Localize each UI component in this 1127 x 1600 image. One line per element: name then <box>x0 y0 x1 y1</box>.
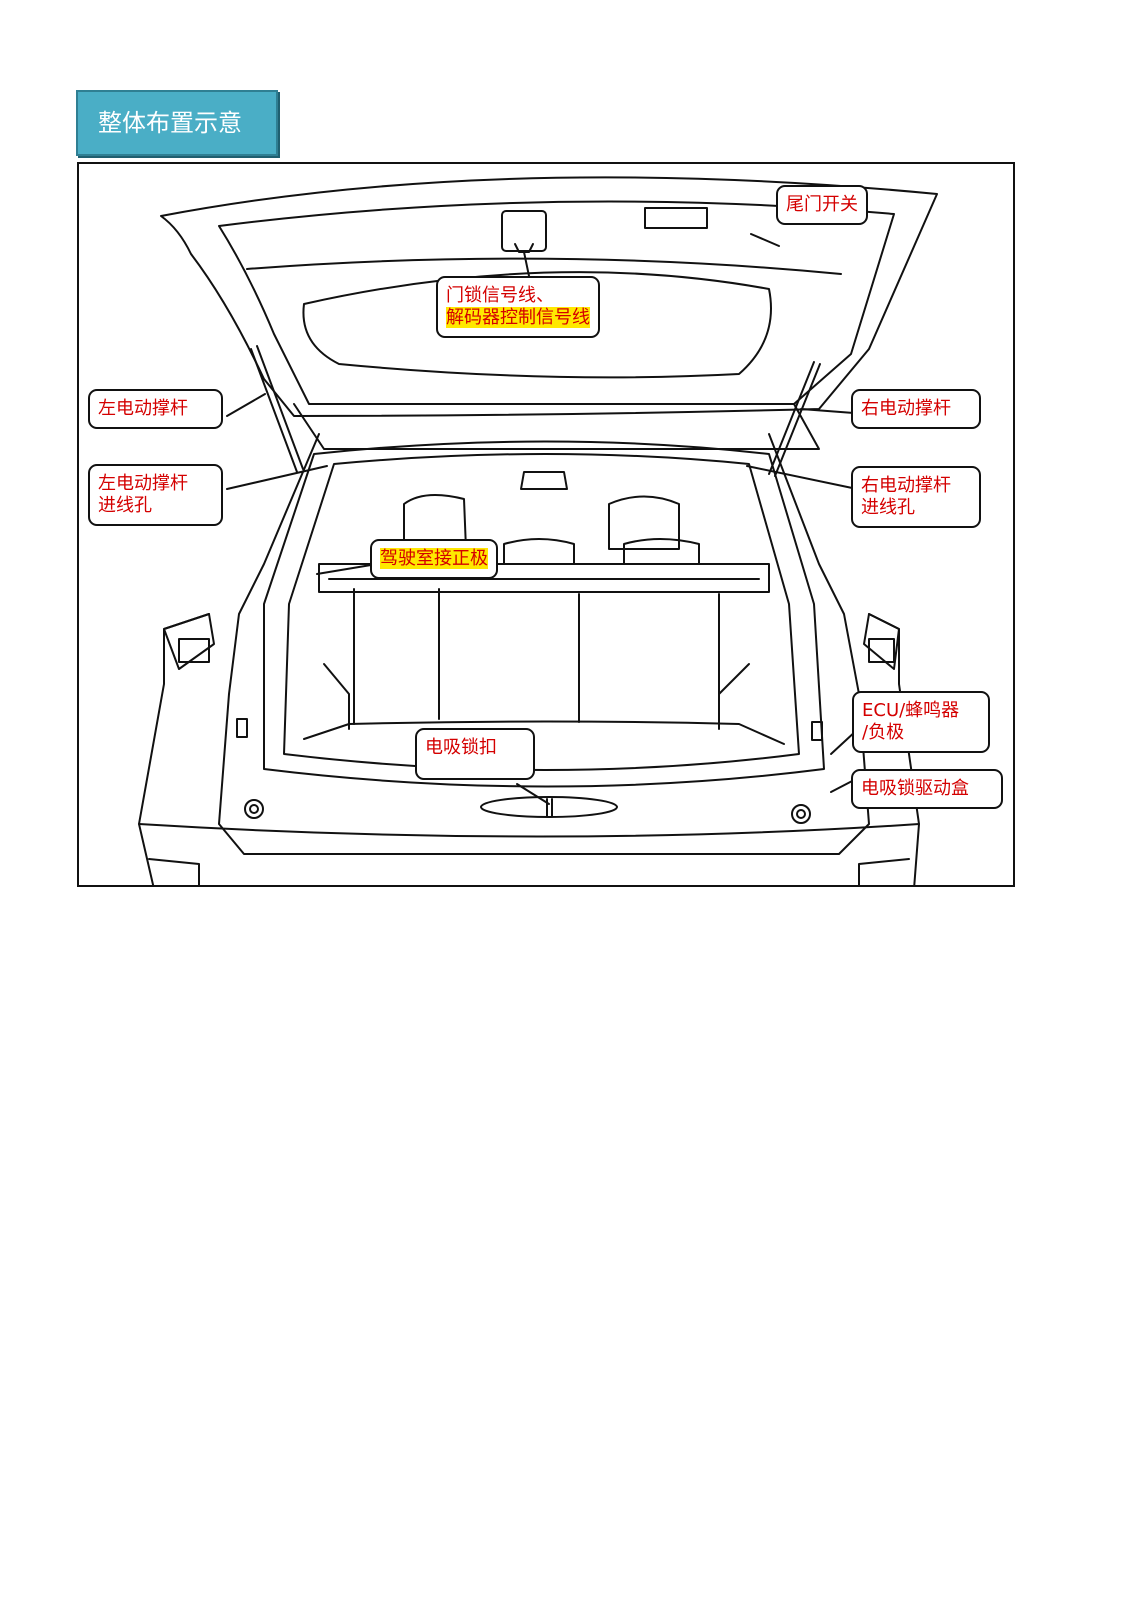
callout-left-strut: 左电动撑杆 <box>88 389 223 429</box>
seat-back-left <box>353 588 720 725</box>
left-reflector <box>244 799 264 819</box>
callout-line-wrap: 解码器控制信号线 <box>446 307 590 329</box>
callout-line: 左电动撑杆 <box>98 473 188 494</box>
callout-line-wrap: 驾驶室接正极 <box>380 548 488 570</box>
callout-right-strut-hole: 右电动撑杆 进线孔 <box>851 466 981 528</box>
rear-bumper <box>138 823 920 838</box>
callout-line: 右电动撑杆 <box>861 475 951 496</box>
callout-line: 电吸锁扣 <box>425 737 497 758</box>
seat-headrest-right <box>608 495 680 550</box>
callout-tailgate-switch: 尾门开关 <box>776 185 868 225</box>
callout-cabin-positive: 驾驶室接正极 <box>370 539 498 579</box>
callout-line: 解码器控制信号线 <box>446 307 590 328</box>
callout-latch-driver-box: 电吸锁驱动盒 <box>851 769 1003 809</box>
callout-suction-latch: 电吸锁扣 <box>415 728 535 780</box>
seat-headrest-left <box>403 494 467 550</box>
right-taillight <box>863 613 900 670</box>
left-taillight <box>163 613 215 670</box>
callout-line: 右电动撑杆 <box>861 398 951 419</box>
callout-right-strut: 右电动撑杆 <box>851 389 981 429</box>
callout-line: 门锁信号线、 <box>446 285 554 306</box>
trunk-floor <box>303 720 785 745</box>
callout-line: 左电动撑杆 <box>98 398 188 419</box>
left-strut <box>250 348 298 473</box>
tailgate-lower-panel <box>293 403 820 450</box>
tailgate-outer <box>160 176 938 417</box>
callout-door-lock-signal: 门锁信号线、 解码器控制信号线 <box>436 276 600 338</box>
callout-line: /负极 <box>862 722 905 743</box>
tailgate-glass <box>302 271 772 379</box>
callout-left-strut-hole: 左电动撑杆 进线孔 <box>88 464 223 526</box>
callout-line: 进线孔 <box>98 495 152 516</box>
callout-line: 电吸锁驱动盒 <box>861 778 969 799</box>
latch <box>546 798 553 817</box>
tailgate-stripe <box>246 257 842 275</box>
trunk-opening-outer <box>263 440 825 788</box>
callout-ecu: ECU/蜂鸣器 /负极 <box>852 691 990 753</box>
page-title: 整体布置示意 <box>98 109 242 137</box>
latch-cover <box>480 796 618 818</box>
tailgate-switch-plate <box>644 207 708 229</box>
section-title-box: 整体布置示意 <box>76 90 278 156</box>
vehicle-line-drawing <box>138 176 938 885</box>
callout-line: ECU/蜂鸣器 <box>862 700 960 721</box>
callout-line: 驾驶室接正极 <box>380 548 488 569</box>
interior-light <box>520 471 568 490</box>
right-reflector <box>791 804 811 824</box>
callout-line: 尾门开关 <box>786 194 858 215</box>
door-lock-module <box>501 210 547 252</box>
right-strut <box>768 361 815 475</box>
cargo-cover-rail <box>318 563 770 593</box>
vehicle-rear-diagram: 尾门开关 门锁信号线、 解码器控制信号线 左电动撑杆 左电动撑杆 进线孔 右电动… <box>77 162 1015 887</box>
leader-lines <box>226 233 868 805</box>
callout-line: 进线孔 <box>861 497 915 518</box>
